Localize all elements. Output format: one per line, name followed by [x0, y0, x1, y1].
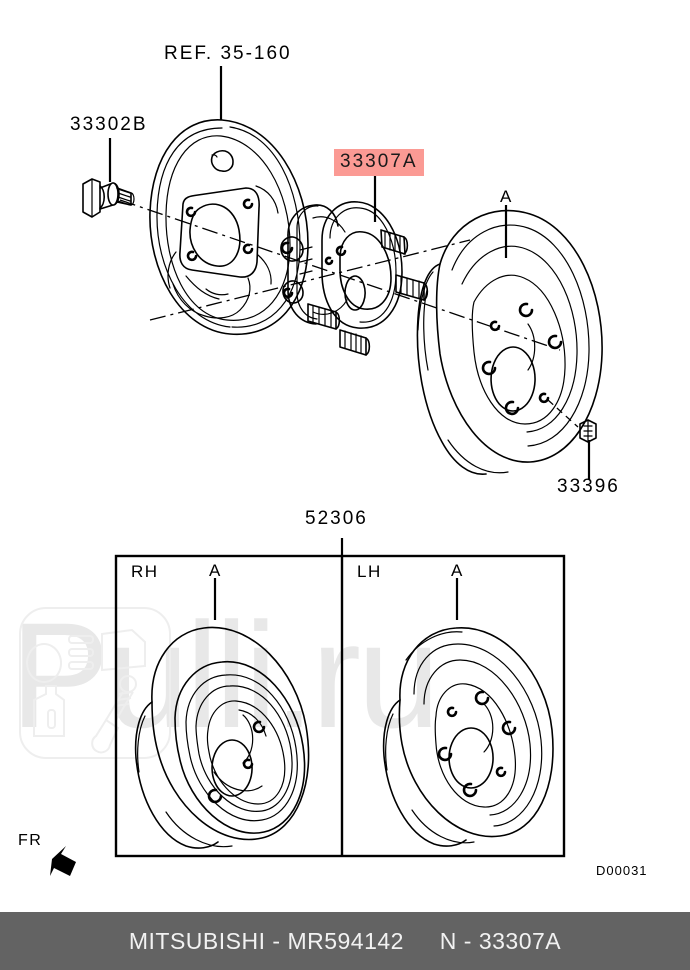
art-drum-lh — [382, 627, 554, 847]
art-backing-plate — [149, 119, 309, 336]
footer-caption: MITSUBISHI - MR594142 N - 33307A — [129, 928, 561, 955]
label-fr-direction: FR — [18, 832, 43, 849]
label-lh: LH — [357, 562, 382, 581]
art-hub-assembly — [280, 201, 429, 356]
diagram-canvas: Pulli.ru .ln { fill:none; stroke:#000; s… — [10, 43, 648, 878]
footer-separator: - — [272, 927, 281, 954]
label-ref-35-160: REF. 35-160 — [164, 43, 292, 64]
footer-catalog-prefix: N — [439, 927, 457, 954]
label-52306-panel-title: 52306 — [305, 508, 368, 529]
label-drum-callout-a: A — [500, 187, 512, 206]
art-drum-screw — [547, 399, 597, 443]
footer-brand: MITSUBISHI — [128, 927, 266, 954]
label-rh-callout-a: A — [209, 561, 221, 580]
art-flange-bolt — [82, 178, 135, 218]
label-lh-callout-a: A — [451, 561, 463, 580]
label-rh: RH — [131, 562, 159, 581]
footer-catalog-number: 33307A — [478, 927, 562, 954]
label-33396: 33396 — [557, 476, 620, 497]
technical-illustration: .ln { fill:none; stroke:#000; stroke-wid… — [19, 66, 603, 876]
label-33307A-highlighted: 33307A — [334, 149, 424, 176]
footer-part-number: MR594142 — [287, 927, 404, 954]
art-brake-drum — [416, 209, 603, 475]
footer-catalog-separator: - — [463, 927, 472, 954]
label-diagram-code: D00031 — [596, 863, 648, 878]
art-drum-rh — [134, 626, 310, 849]
footer-bar: MITSUBISHI - MR594142 N - 33307A — [0, 912, 690, 970]
label-33302B: 33302B — [70, 114, 148, 135]
art-fr-arrow — [50, 846, 76, 876]
